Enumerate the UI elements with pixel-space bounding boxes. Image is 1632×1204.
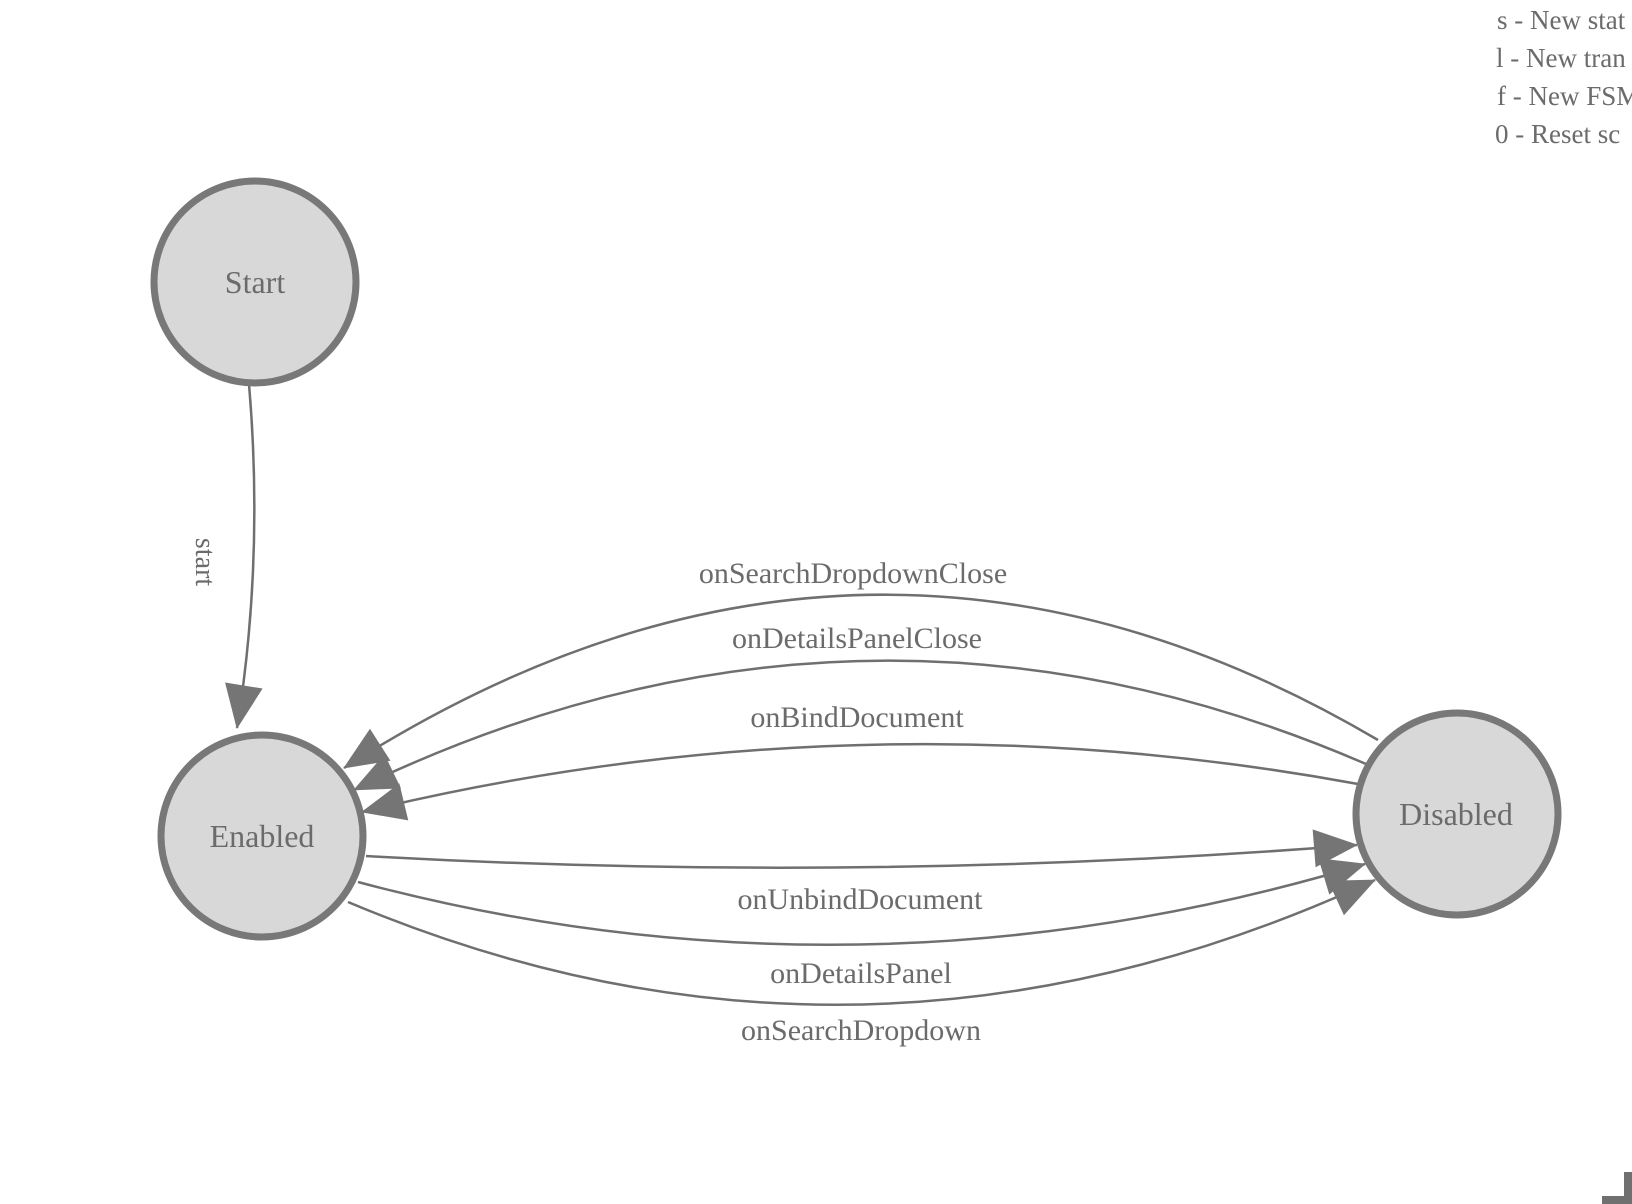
edge-on-search-dropdown-close[interactable] [343,593,1379,770]
edge-label-on-search-dropdown[interactable]: onSearchDropdown [741,1014,981,1047]
state-node-enabled[interactable] [157,731,367,941]
edge-on-bind-document[interactable] [361,742,1359,821]
edge-label-on-bind-document[interactable]: onBindDocument [750,701,964,734]
edge-label-start[interactable]: start [189,538,220,586]
edge-on-details-panel[interactable] [357,858,1366,946]
edge-label-on-unbind-document[interactable]: onUnbindDocument [738,883,984,916]
edge-on-details-panel-close[interactable] [353,659,1367,792]
edge-label-on-search-dropdown-close[interactable]: onSearchDropdownClose [699,557,1007,590]
state-label-enabled[interactable]: Enabled [210,818,315,854]
state-nodes: Start Enabled Disabled [150,177,1562,941]
state-node-disabled[interactable] [1352,709,1562,919]
state-label-start[interactable]: Start [225,264,286,300]
help-line-new-transition: l - New tran [1496,43,1626,73]
transition-edges [225,383,1379,1007]
edge-label-on-details-panel[interactable]: onDetailsPanel [770,957,952,990]
edge-label-on-details-panel-close[interactable]: onDetailsPanelClose [732,622,982,655]
help-line-new-fsm: f - New FSM [1497,81,1632,111]
edge-on-search-dropdown[interactable] [347,878,1376,1007]
help-line-new-state: s - New stat [1497,5,1626,35]
state-node-start[interactable] [150,177,360,387]
help-line-reset: 0 - Reset sc [1495,119,1620,149]
help-panel: s - New stat l - New tran f - New FSM 0 … [1495,5,1632,149]
edge-start-to-enabled[interactable] [225,383,263,729]
canvas-border-corner [1602,1172,1632,1204]
state-label-disabled[interactable]: Disabled [1399,796,1513,832]
transition-labels: start onSearchDropdownClose onDetailsPan… [189,538,1007,1047]
edge-on-unbind-document[interactable] [365,829,1358,869]
